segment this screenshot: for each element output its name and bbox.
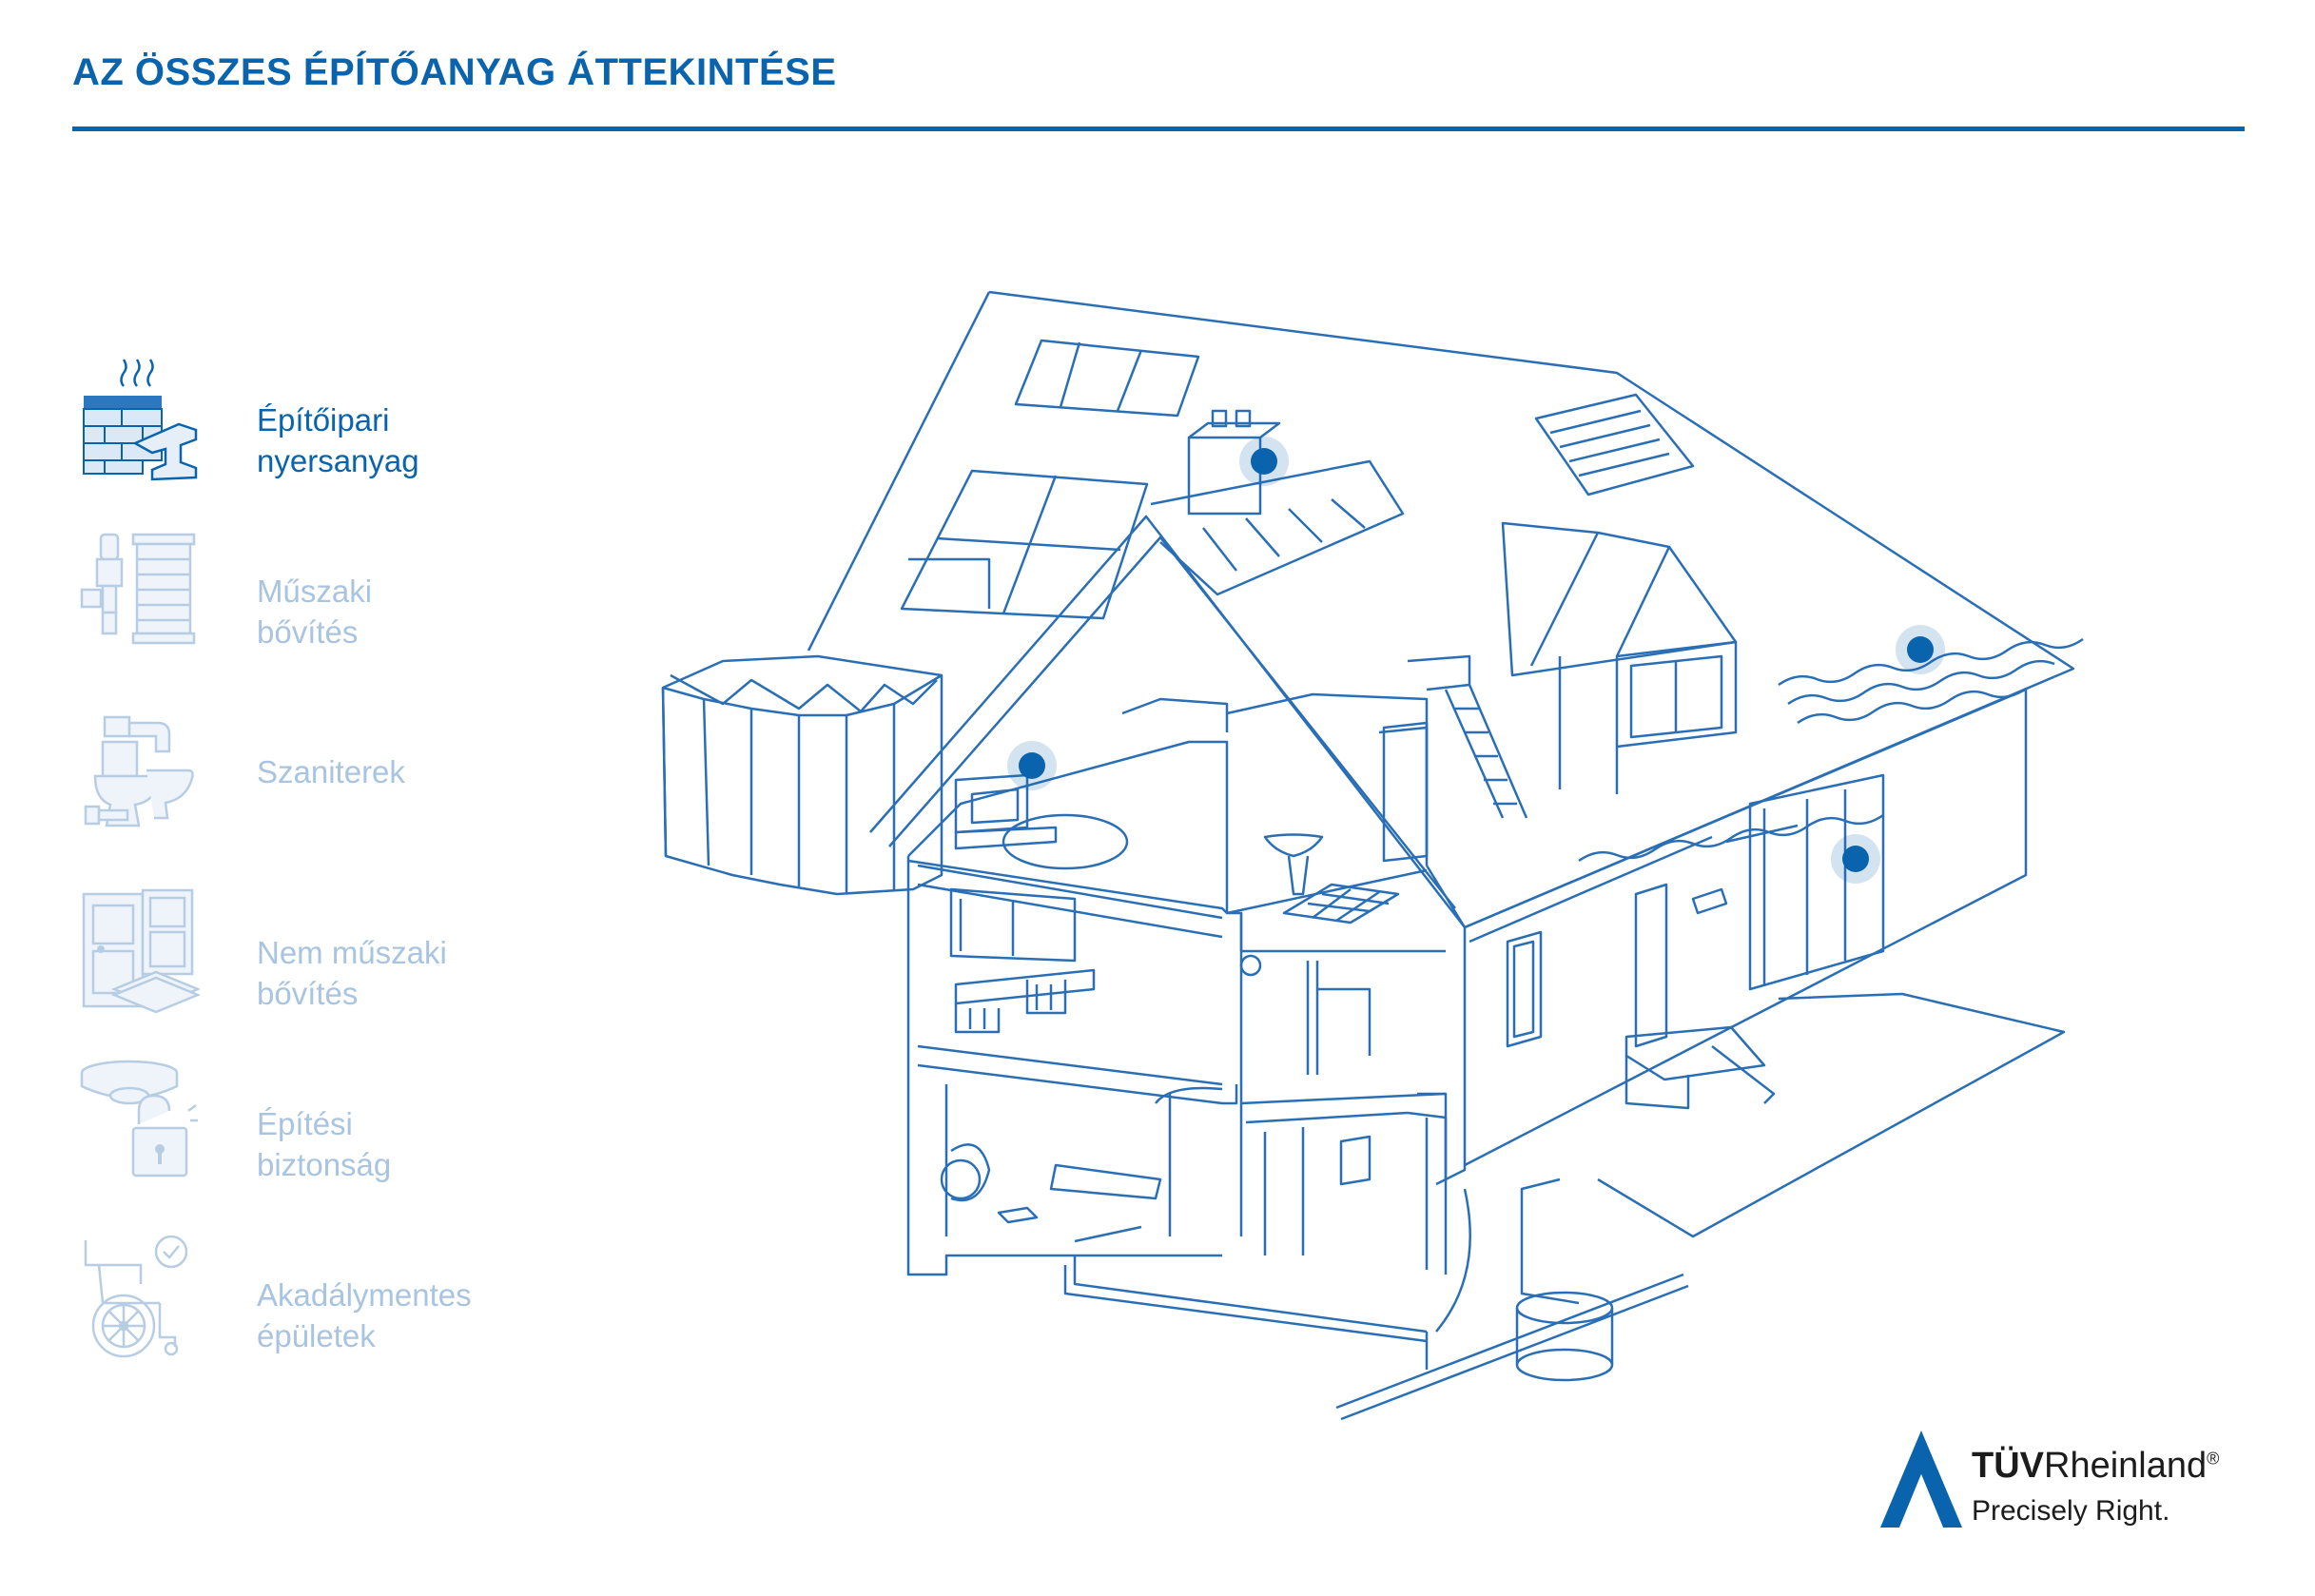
nav-item-nem-muszaki-bovites[interactable]: Nem műszaki bővítés	[76, 885, 571, 1018]
nav-item-szaniterek[interactable]: Szaniterek	[76, 704, 571, 837]
logo-tagline: Precisely Right.	[1972, 1495, 2170, 1527]
nav-item-epitesi-biztonsag[interactable]: Építési biztonság	[76, 1056, 571, 1189]
nav-item-label: Műszaki bővítés	[257, 574, 373, 650]
title-divider	[72, 127, 2245, 131]
brick-wall-steel-beam-icon	[83, 359, 198, 481]
page-title: AZ ÖSSZES ÉPÍTŐANYAG ÁTTEKINTÉSE	[72, 51, 837, 93]
nav-item-label: Szaniterek	[257, 754, 405, 789]
heating-radiator-icon	[80, 533, 196, 645]
door-window-icon	[82, 888, 200, 1014]
logo-name: TÜVRheinland®	[1972, 1446, 2220, 1486]
tuv-triangle-icon	[1880, 1431, 1962, 1528]
nav-item-epitoipari-nyersanyag[interactable]: Építőipari nyersanyag	[76, 352, 571, 485]
category-nav: Építőipari nyersanyag Műszaki	[76, 352, 571, 1360]
nav-item-akadalymentes-epuletek[interactable]: Akadálymentes épületek	[76, 1227, 571, 1360]
nav-item-muszaki-bovites[interactable]: Műszaki bővítés	[76, 523, 571, 656]
wheelchair-icon	[84, 1235, 188, 1358]
house-cutaway-illustration	[661, 290, 2084, 1421]
toilet-pipes-icon	[84, 715, 194, 827]
nav-item-label: Akadálymentes épületek	[257, 1277, 472, 1353]
nav-item-label: Építőipari nyersanyag	[257, 402, 419, 478]
nav-item-label: Nem műszaki bővítés	[257, 935, 447, 1011]
smoke-detector-lock-icon	[80, 1060, 198, 1178]
tuv-rheinland-logo: TÜVRheinland® Precisely Right.	[1878, 1427, 2259, 1541]
nav-item-label: Építési biztonság	[257, 1106, 392, 1182]
